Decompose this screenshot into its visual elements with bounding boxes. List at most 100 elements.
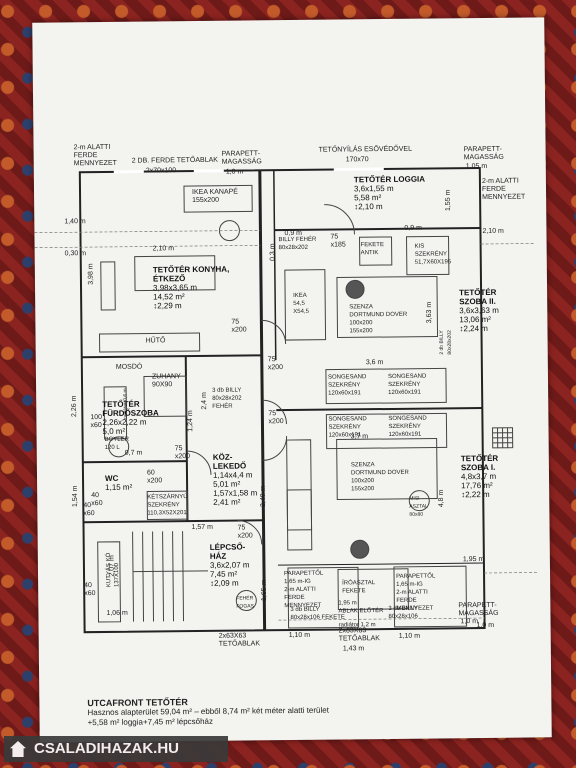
room-furdo-dims: 2,26x2,22 m 5,0 m² xyxy=(102,417,147,436)
room-szoba2-dims: 3,6x3,63 m 13,06 m² ↕2,24 m xyxy=(459,305,499,334)
dim-106: 1,06 m xyxy=(106,609,128,617)
dim-110a: 1,10 m xyxy=(288,631,311,640)
label-parapet-top-val: 1,0 m xyxy=(225,168,244,176)
label-ketszarnyu: KÉTSZÁRNYÚ SZEKRÉNY 110,3X52X201 xyxy=(147,494,188,517)
bath-wc-wall xyxy=(82,460,187,464)
door-60x200: 60 x200 xyxy=(146,469,163,485)
bed-room2 xyxy=(336,275,439,339)
label-billy-top: BILLY FEHÉR 80x28x202 xyxy=(278,236,317,252)
dim-140: 1,40 m xyxy=(64,218,86,226)
dim-124: 1,24 m xyxy=(187,410,195,432)
room-wc: WC 1,15 m² xyxy=(105,474,132,492)
label-parapet-right: PARAPETT- MAGASSÁG xyxy=(463,145,504,162)
dim-195: 1,95 m xyxy=(462,555,485,564)
room-loggia-title: TETŐTÉR LOGGIA xyxy=(353,174,426,185)
dim-03: 0,3 m xyxy=(269,243,277,261)
label-szenza-room2: SZENZA DORTMUND DOVER 100x200 155x200 xyxy=(349,304,408,335)
window-40x60-b: 40 x60 xyxy=(84,582,96,598)
room-konyha: TETŐTÉR KONYHA, ÉTKEZŐ 3,98x3,65 m 14,52… xyxy=(153,265,230,311)
plant-room1 xyxy=(350,539,370,559)
staircase xyxy=(132,531,208,622)
label-songesand-3: SONGESAND SZEKRÉNY 120x60x191 xyxy=(328,416,367,439)
grid-mark xyxy=(492,427,514,449)
csaladihazak-logo: CSALADIHAZAK.HU xyxy=(4,736,228,762)
dim-210a: 2,10 m xyxy=(152,245,175,253)
logo-text: CSALADIHAZAK.HU xyxy=(34,740,179,757)
room-loggia: TETŐTÉR LOGGIA 3,6x1,55 m 5,58 m² ↕2,10 … xyxy=(354,175,425,212)
room-kozlekedo-dims: 1,14x4,4 m 5,01 m² 1,57x1,58 m 2,41 m² xyxy=(212,470,258,507)
label-tetoablak-b1: 2x63X63 TETŐABLAK xyxy=(218,632,261,648)
door-75x200-a: 75 x200 xyxy=(231,318,247,334)
door-75x185: 75 x185 xyxy=(330,233,346,249)
loggia-wall xyxy=(274,227,481,232)
label-songesand-2: SONGESAND SZEKRÉNY 120x60x191 xyxy=(387,373,427,396)
window-40x60-c: 40 x60 xyxy=(91,492,103,508)
room-wc-title: WC xyxy=(104,473,119,483)
room-konyha-dims: 3,98x3,65 m 14,52 m² ↕2,29 m xyxy=(152,282,198,311)
label-ferde-right: 2-m ALATTI FERDE MENNYEZET xyxy=(481,177,526,201)
dim-36: 3,6 m xyxy=(365,359,384,367)
room-szoba1: TETŐTÉR SZOBA I. 4,8x3,7 m 17,76 m² ↕2,2… xyxy=(461,454,499,499)
label-billy3: 3 db BILLY 80x28x202 FEHÉR xyxy=(212,387,242,410)
outer-wall xyxy=(78,167,486,634)
label-esovedo-size: 170x70 xyxy=(345,156,369,164)
plan-caption: UTCAFRONT TETŐTÉR Hasznos alapterület 59… xyxy=(87,696,329,729)
label-tetoablak-b2: 2x63X63 TETŐABLAK xyxy=(338,627,380,643)
sofa xyxy=(183,184,253,213)
dim-143: 1,43 m xyxy=(342,645,365,653)
label-zuhany: ZUHANY 90X90 xyxy=(151,373,181,389)
room-furdo: TETŐTÉR FÜRDŐSZOBA 2,26x2,22 m 5,0 m² xyxy=(102,399,159,436)
label-tetoablak-size: 2x70x100 xyxy=(145,167,177,175)
fridge-counter xyxy=(99,332,201,353)
label-parapet-top: PARAPETT- MAGASSÁG xyxy=(221,150,262,166)
door-75x200-c: 75 x200 xyxy=(268,410,284,426)
floor-plan-sheet: 2-m ALATTI FERDE MENNYEZET 2 DB. FERDE T… xyxy=(32,17,552,743)
dim-155: 1,55 m xyxy=(444,189,452,212)
label-mosdo: MOSDÓ xyxy=(115,363,143,371)
label-billy-b2: 3 db BILLY 80x28x106 xyxy=(388,605,418,621)
dim-398: 3,98 m xyxy=(87,263,95,285)
dim-210b: 2,10 m xyxy=(482,227,504,235)
label-huto: HŰTŐ xyxy=(145,337,166,345)
room-loggia-dims: 3,6x1,55 m 5,58 m² ↕2,10 m xyxy=(353,183,394,212)
room-wc-dims: 1,15 m² xyxy=(105,482,133,492)
room-szoba2: TETŐTÉR SZOBA II. 3,6x3,63 m 13,06 m² ↕2… xyxy=(459,288,499,333)
label-ferde-left: 2-m ALATTI FERDE MENNYEZET xyxy=(73,143,117,168)
plant-room2 xyxy=(345,279,365,299)
door-75x200-e: 75 x200 xyxy=(237,524,253,540)
label-kutyas: KUTYÁS KÓ 137X100 xyxy=(105,552,121,588)
label-feher-fogas: FEHÉR FOGAS xyxy=(236,595,254,610)
label-billy-small: 2 db BILLY 80x28x202 xyxy=(438,330,453,355)
label-billy-b1: 3 db BILLY 80x28x106 FEKETE xyxy=(290,606,345,622)
room2-room1-wall xyxy=(276,407,483,412)
floor-plan-drawing xyxy=(34,167,539,634)
kitchen-bath-wall xyxy=(81,354,262,359)
label-parapet-b3: PARAPETT- MAGASSÁG xyxy=(458,601,499,618)
label-ablak-elotar: 1,95 m ABLAK ELŐTÉR xyxy=(338,600,384,615)
label-songesand-4: SONGESAND SZEKRÉNY 120x60x191 xyxy=(388,415,427,438)
label-songesand-1: SONGESAND SZEKRÉNY 120x60x191 xyxy=(327,374,367,397)
label-ikea-small: IKEA 54,5 X54,5 xyxy=(293,292,310,315)
dim-48: 4,8 m xyxy=(437,489,446,508)
label-parapet-b3-val: 1,0 m xyxy=(460,618,479,626)
dim-154: 1,54 m xyxy=(71,485,80,508)
dim-110b: 1,10 m xyxy=(398,632,421,640)
room-kozlekedo-title: KÖZ- LEKEDŐ xyxy=(212,452,247,471)
room-lepcsohaz: LÉPCSŐ- HÁZ 3,6x2,07 m 7,45 m² ↕2,09 m xyxy=(210,542,250,587)
room-konyha-title: TETŐTÉR KONYHA, ÉTKEZŐ xyxy=(152,264,230,284)
bed-room1 xyxy=(336,437,438,501)
label-szenza-room1: SZENZA DORTMUND DOVER 100x200 155x200 xyxy=(350,462,409,493)
label-boyler: BOYLER 120 L xyxy=(104,436,129,451)
room-kozlekedo: KÖZ- LEKEDŐ 1,14x4,4 m 5,01 m² 1,57x1,58… xyxy=(212,452,258,507)
door-75x200-b: 75 x200 xyxy=(267,356,284,372)
label-iroasztal: ÍRÓASZTAL FEKETE xyxy=(342,580,376,595)
dim-240: 2,40 m xyxy=(259,485,268,508)
label-ikea-kanape: IKEA KANAPÉ 155x200 xyxy=(191,188,238,205)
stair-wall xyxy=(83,519,264,524)
room-szoba2-title: TETŐTÉR SZOBA II. xyxy=(459,287,497,307)
room-szoba1-title: TETŐTÉR SZOBA I. xyxy=(460,453,499,473)
dim-09b: 0,9 m xyxy=(404,224,422,232)
door-75x200-d: 75 x200 xyxy=(174,445,191,461)
label-esovedo: TETŐNYÍLÁS ESŐVÉDŐVEL xyxy=(318,145,413,154)
label-fekete-antik: FEKETE ANTIK xyxy=(360,242,384,257)
